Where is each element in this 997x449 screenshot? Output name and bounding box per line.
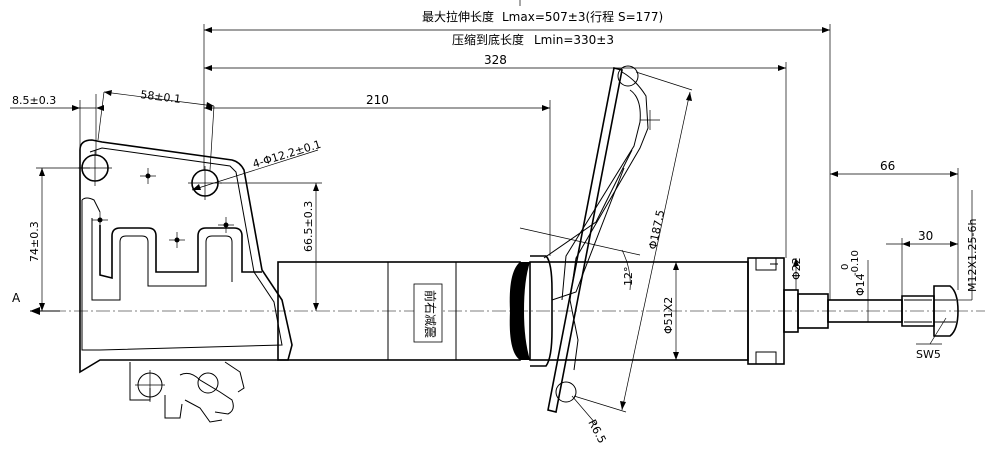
dim-22: Φ22 (790, 257, 803, 280)
thread-spec: M12X1.25-6h (966, 219, 979, 292)
dim-187-5: Φ187.5 (646, 209, 667, 251)
mount-bracket (78, 139, 293, 423)
dim-210: 210 (366, 93, 389, 107)
dim-14-tol-upper: 0 (840, 264, 851, 270)
compressed-label: 压缩到底长度 (452, 32, 524, 47)
section-a-label: A (12, 291, 21, 305)
dim-8-5: 8.5±0.3 (12, 94, 56, 107)
dim-30: 30 (918, 229, 933, 243)
stroke-max-label: 最大拉伸长度 (422, 9, 494, 24)
dim-66: 66 (880, 159, 895, 173)
dim-14-tol-lower: -0.10 (850, 250, 861, 276)
r6-5-spec: R6.5 (585, 417, 608, 444)
dimension-lines (10, 0, 973, 425)
dim-328: 328 (484, 53, 507, 67)
sw-spec: SW5 (916, 348, 941, 361)
section-a-arrow (30, 307, 40, 315)
dim-74: 74±0.3 (28, 221, 41, 262)
hole-spec: 4-Φ12.2±0.1 (251, 138, 323, 171)
dim-51: Φ51X2 (662, 297, 675, 334)
compressed-value: Lmin=330±3 (534, 33, 614, 47)
dim-12-deg: 12° (622, 267, 635, 287)
dim-66-5: 66.5±0.3 (302, 201, 315, 252)
dim-58: 58±0.1 (140, 88, 182, 106)
spring-seat-plate (543, 65, 660, 413)
dim-14: Φ14 (854, 273, 867, 296)
rod-end (747, 257, 959, 365)
body-text: 前右减震 (423, 290, 438, 338)
cylinder-body (277, 255, 749, 367)
stroke-max-value: Lmax=507±3(行程 S=177) (502, 9, 663, 24)
